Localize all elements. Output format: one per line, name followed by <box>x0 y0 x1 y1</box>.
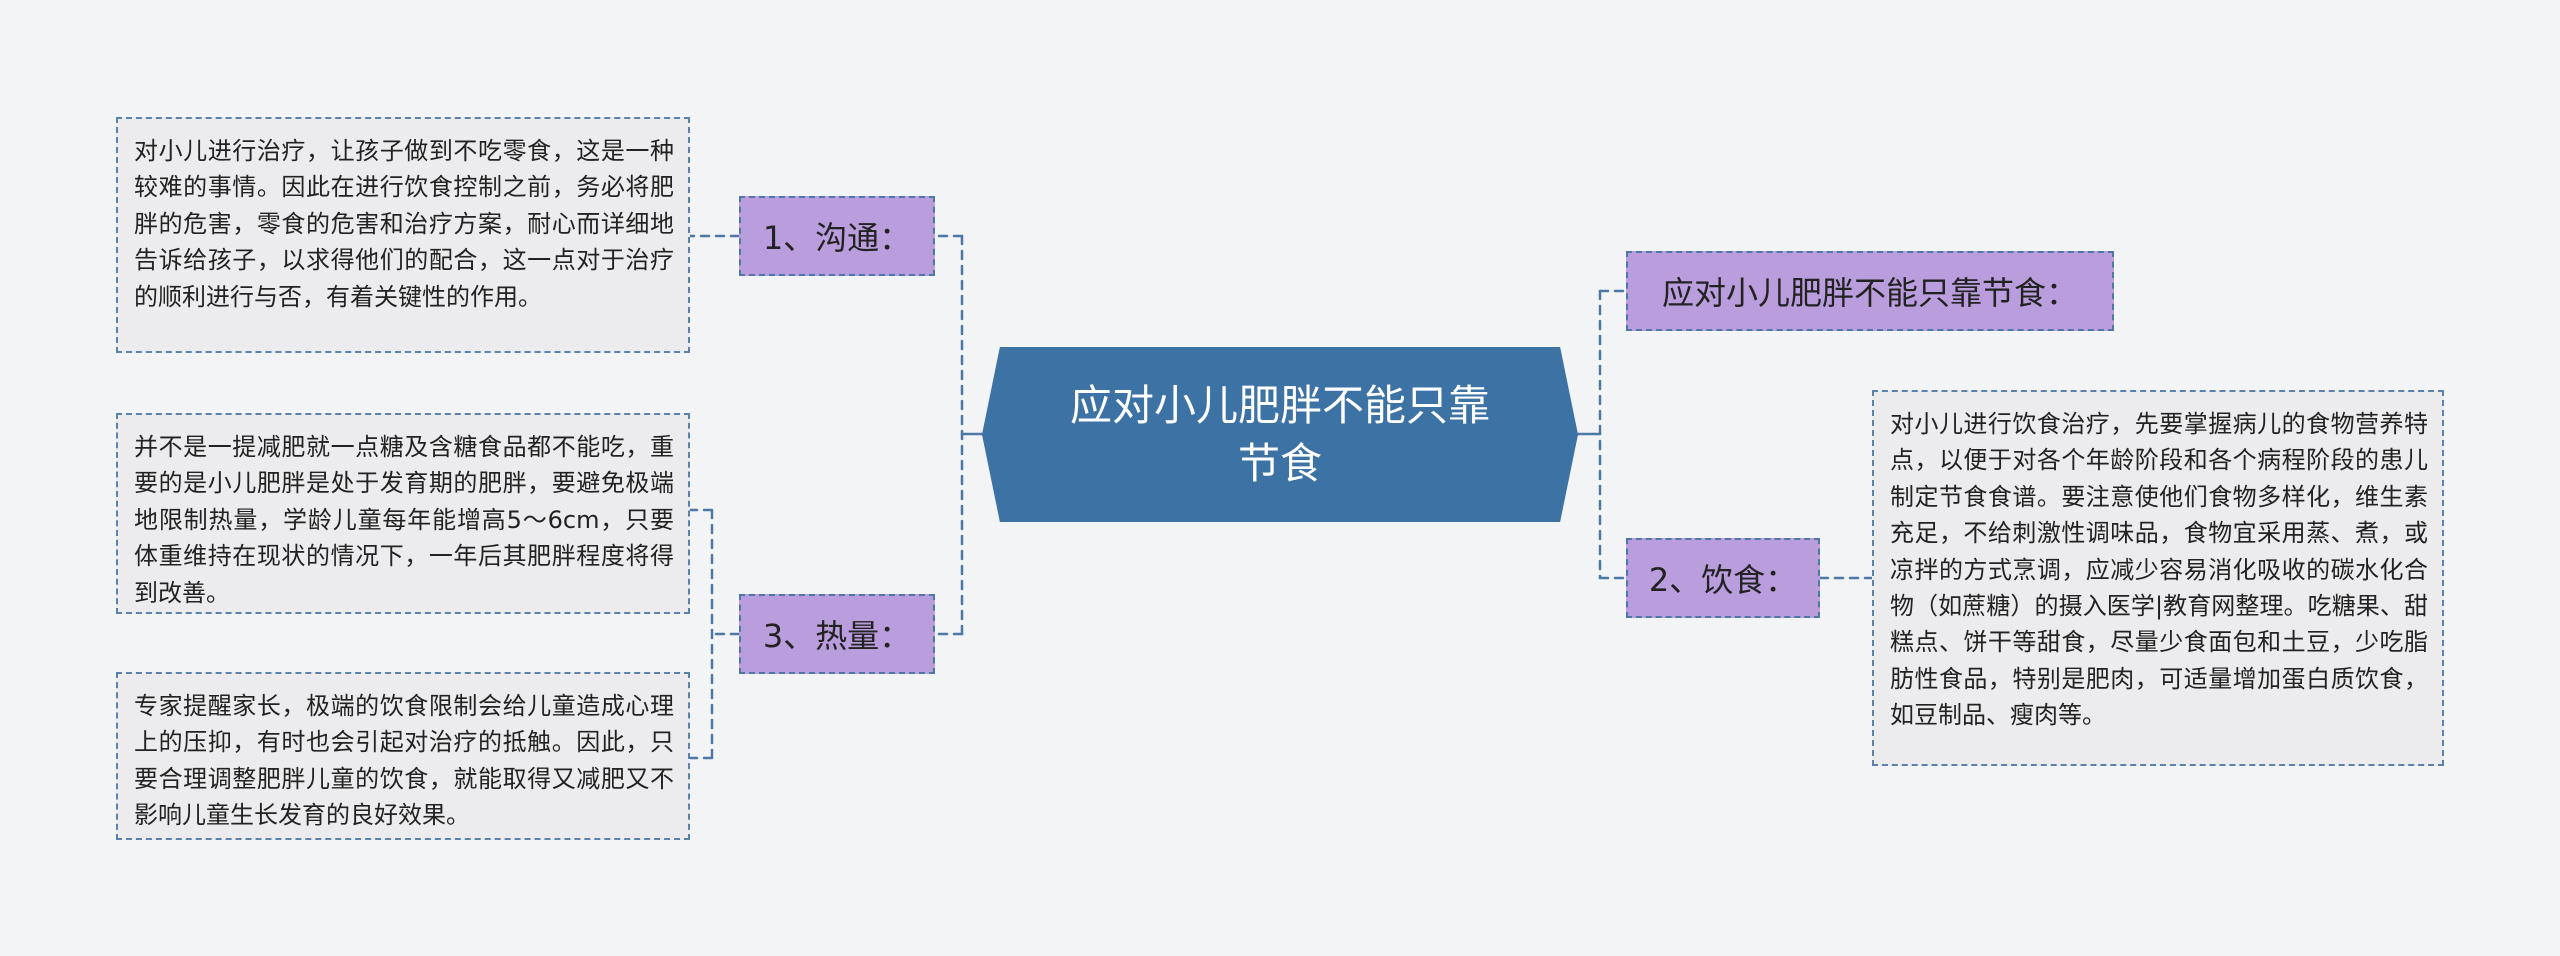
branch-communication[interactable]: 1、沟通： <box>739 196 935 276</box>
leaf-communication-text[interactable]: 对小儿进行治疗，让孩子做到不吃零食，这是一种较难的事情。因此在进行饮食控制之前，… <box>116 117 690 353</box>
central-topic[interactable]: 应对小儿肥胖不能只靠节食 <box>982 347 1578 522</box>
branch-heat[interactable]: 3、热量： <box>739 594 935 674</box>
leaf-diet-text[interactable]: 对小儿进行饮食治疗，先要掌握病儿的食物营养特点，以便于对各个年龄阶段和各个病程阶… <box>1872 390 2444 766</box>
leaf-heat-text-2[interactable]: 专家提醒家长，极端的饮食限制会给儿童造成心理上的压抑，有时也会引起对治疗的抵触。… <box>116 672 690 840</box>
branch-diet[interactable]: 2、饮食： <box>1626 538 1820 618</box>
leaf-heat-text-1[interactable]: 并不是一提减肥就一点糖及含糖食品都不能吃，重要的是小儿肥胖是处于发育期的肥胖，要… <box>116 413 690 614</box>
connector-heat-bracket <box>688 508 714 760</box>
branch-title-right[interactable]: 应对小儿肥胖不能只靠节食： <box>1626 251 2114 331</box>
